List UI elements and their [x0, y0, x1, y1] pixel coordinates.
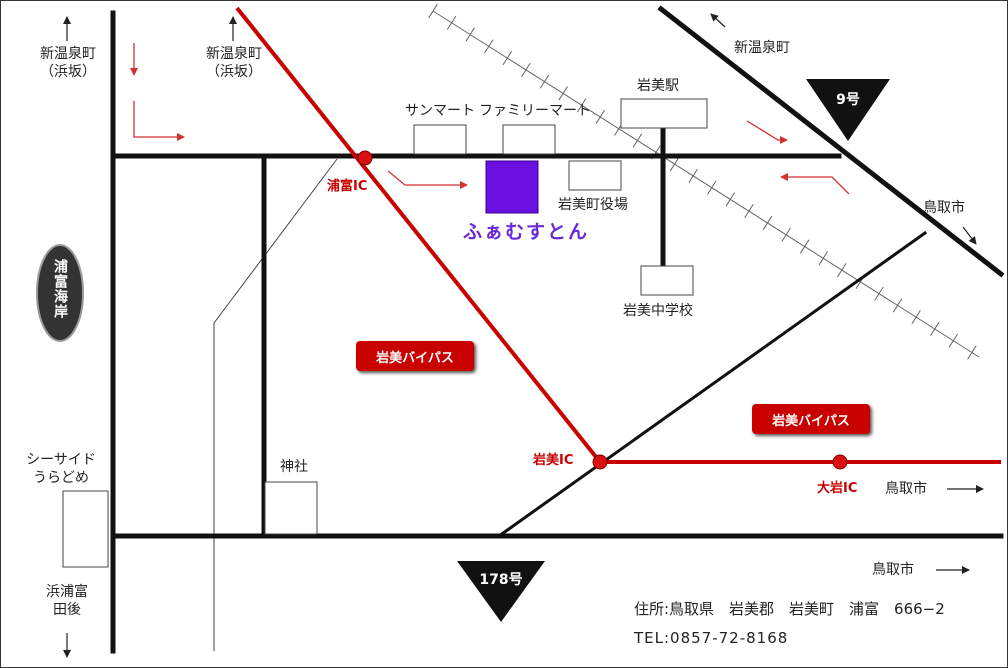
guide-arrows — [130, 43, 850, 195]
phone: TEL:0857-72-8168 — [634, 629, 789, 647]
route-178-shield — [457, 561, 545, 622]
label-tottori-ic: 鳥取市 — [885, 481, 927, 497]
label-iwami-station: 岩美駅 — [637, 78, 679, 94]
route-178-label: 178号 — [479, 572, 523, 588]
road-to-iwami-ic — [496, 230, 928, 539]
label-town-office: 岩美町役場 — [558, 197, 628, 213]
label-familymart: ファミリーマート — [479, 103, 591, 119]
label-tottori-bottom: 鳥取市 — [872, 562, 914, 578]
main-roads — [110, 5, 1005, 654]
iwami-bypass — [235, 6, 1001, 464]
iwami-ic-marker — [592, 454, 608, 470]
route-9 — [657, 5, 1005, 278]
bypass-label-2: 岩美バイパス — [752, 404, 870, 434]
label-shin-onsen-right: 新温泉町 — [734, 40, 790, 56]
shrine-building — [264, 481, 318, 535]
label-sunmart: サンマート — [405, 103, 475, 119]
town-office-building — [568, 160, 622, 191]
label-hamaura-tomi: 浜浦富 田後 — [46, 584, 88, 619]
address: 住所:鳥取県 岩美郡 岩美町 浦富 666−2 — [634, 600, 945, 618]
iwami-station-building — [620, 98, 708, 129]
label-shrine: 神社 — [280, 459, 308, 475]
destination-name: ふぁむすとん — [463, 221, 590, 243]
railway — [428, 3, 980, 360]
side-road — [213, 158, 338, 651]
label-shin-onsen-hamasaka-mid: 新温泉町 （浜坂） — [206, 46, 262, 81]
label-shin-onsen-hamasaka-left: 新温泉町 （浜坂） — [40, 46, 96, 81]
label-tottori-upper: 鳥取市 — [923, 200, 965, 216]
oiwa-ic-marker — [832, 454, 848, 470]
direction-arrows — [63, 13, 984, 658]
uradome-ic-marker — [357, 150, 373, 166]
uradome-coast-oval — [36, 244, 84, 342]
familymart-building — [502, 124, 556, 155]
label-uradome-ic: 浦富IC — [327, 179, 368, 194]
bypass-label-1: 岩美バイパス — [356, 341, 474, 371]
sunmart-building — [413, 124, 467, 155]
seaside-udon-building — [62, 490, 109, 568]
label-oiwa-ic: 大岩IC — [817, 481, 858, 496]
label-seaside-udon: シーサイド うらどめ — [26, 452, 96, 487]
label-iwami-ic: 岩美IC — [533, 453, 574, 468]
destination-marker — [485, 160, 539, 214]
junior-high-building — [640, 265, 694, 296]
label-junior-high: 岩美中学校 — [623, 303, 693, 319]
route-9-shield — [806, 79, 890, 141]
label-uradome-coast: 浦富海岸 — [52, 259, 68, 319]
buildings — [62, 98, 708, 568]
route-9-label: 9号 — [836, 92, 860, 108]
